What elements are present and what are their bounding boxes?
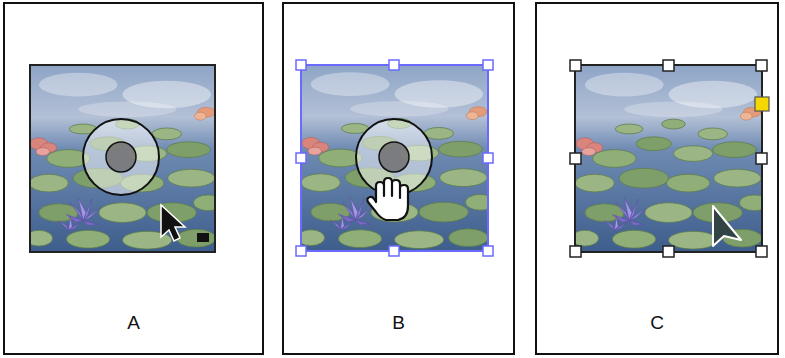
panel-letter: B xyxy=(392,312,405,335)
panel-frame: B xyxy=(282,2,515,355)
panel-letter: A xyxy=(127,312,140,335)
panel-frame: C xyxy=(535,2,779,355)
panel-frame: A xyxy=(3,2,264,355)
panel-letter: C xyxy=(650,312,664,335)
